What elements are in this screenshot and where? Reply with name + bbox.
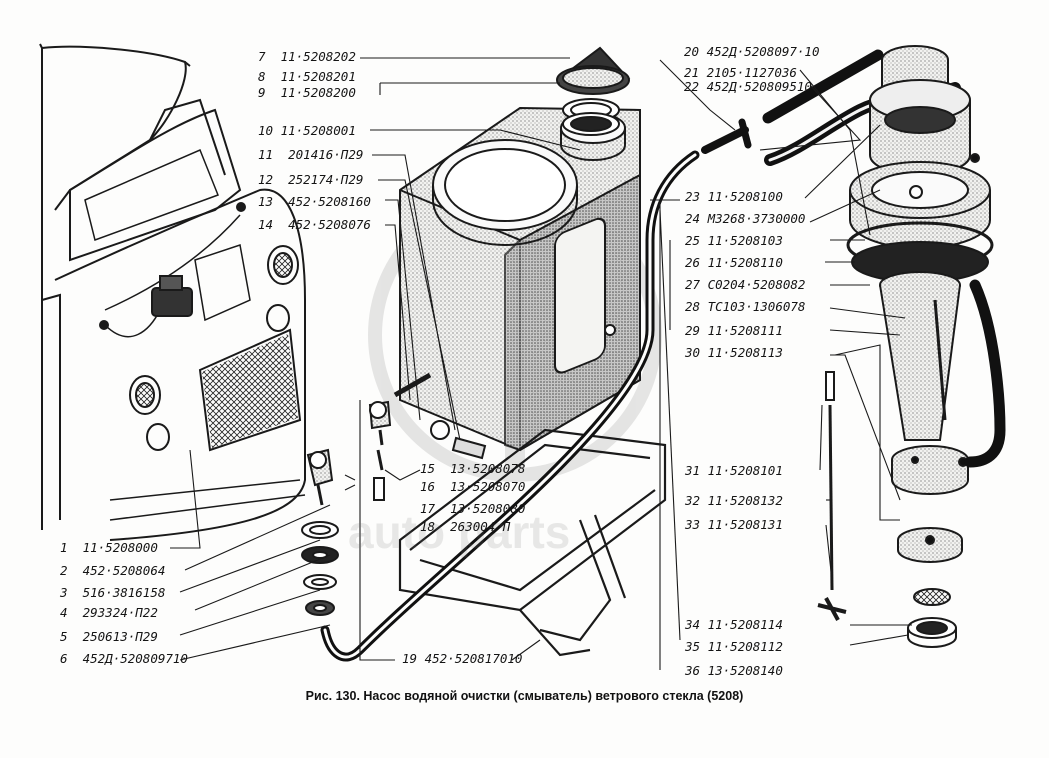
callout-17: 17 13·5208080 [420, 501, 526, 516]
callout-1: 1 11·5208000 [60, 540, 158, 555]
callout-19: 19 452·520817010 [402, 651, 523, 666]
reservoir-tank [399, 106, 641, 460]
callout-9: 9 11·5208200 [258, 85, 356, 100]
callout-20: 20 452Д·5208097·10 [684, 44, 820, 59]
filler-cap-assembly [556, 46, 631, 136]
callout-34: 34 11·5208114 [685, 617, 783, 632]
callout-21: 21 2105·1127036 [684, 65, 797, 80]
callout-16: 16 13·5208070 [420, 479, 526, 494]
callout-18: 18 263004·П [420, 519, 511, 534]
mounting-cradle [398, 428, 667, 657]
nozzle-and-valve-parts [301, 372, 432, 616]
plunger-rod-parts [817, 371, 847, 621]
callout-31: 31 11·5208101 [685, 463, 783, 478]
callout-13: 13 452·5208160 [258, 194, 371, 209]
callout-8: 8 11·5208201 [258, 69, 356, 84]
callout-7: 7 11·5208202 [258, 49, 356, 64]
feed-hose [320, 150, 700, 662]
callout-36: 36 13·5208140 [685, 663, 783, 678]
callout-2: 2 452·5208064 [60, 563, 166, 578]
pump-assembly [846, 45, 994, 495]
callout-14: 14 452·5208076 [258, 217, 371, 232]
callout-10: 10 11·5208001 [258, 123, 356, 138]
callout-11: 11 201416·П29 [258, 147, 364, 162]
pump-lower-parts [897, 527, 963, 648]
callout-32: 32 11·5208132 [685, 493, 783, 508]
figure-caption: Рис. 130. Насос водяной очистки (смывате… [305, 689, 744, 703]
callout-35: 35 11·5208112 [685, 639, 783, 654]
callout-25: 25 11·5208103 [685, 233, 783, 248]
leader-lines [170, 57, 912, 670]
callout-5: 5 250613·П29 [60, 629, 158, 644]
callout-23: 23 11·5208100 [685, 189, 783, 204]
vehicle-cab-illustration [39, 43, 306, 541]
callout-22: 22 452Д·520809510 [684, 79, 812, 94]
callout-12: 12 252174·П29 [258, 172, 364, 187]
callout-33: 33 11·5208131 [685, 517, 783, 532]
callout-26: 26 11·5208110 [685, 255, 783, 270]
callout-28: 28 ТС103·1306078 [685, 299, 806, 314]
callout-15: 15 13·5208078 [420, 461, 526, 476]
callout-30: 30 11·5208113 [685, 345, 783, 360]
callout-24: 24 М3268·3730000 [685, 211, 806, 226]
callout-6: 6 452Д·520809710 [60, 651, 188, 666]
pump-return-hose [964, 279, 1006, 468]
callout-4: 4 293324·П22 [60, 605, 158, 620]
watermark-text: auto parts [348, 506, 571, 558]
callout-3: 3 516·3816158 [60, 585, 166, 600]
callout-29: 29 11·5208111 [685, 323, 783, 338]
callout-27: 27 С0204·5208082 [685, 277, 806, 292]
